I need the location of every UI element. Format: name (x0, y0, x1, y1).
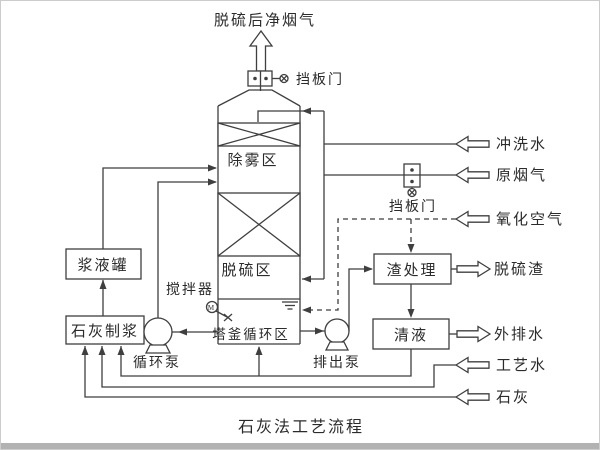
drain-out-arrow (456, 325, 492, 343)
pump-base (144, 344, 172, 354)
dashed-pipe (304, 218, 456, 311)
raw-gas-label: 原烟气 (496, 167, 547, 184)
pump-icon (324, 318, 350, 344)
slag-out-arrow (456, 260, 492, 278)
flush-water-arrow (454, 135, 490, 153)
motor-letter: M (208, 304, 216, 312)
drain-out-label: 外排水 (494, 326, 545, 343)
actuator-x (280, 75, 288, 82)
discharge-pump: 排出泵 (300, 265, 373, 371)
damper-dot (264, 76, 268, 81)
lime-prep: 石灰制浆 (65, 315, 145, 345)
arrowhead-into-top (302, 107, 311, 115)
recycle-line (117, 346, 412, 377)
damper-dot (410, 179, 414, 184)
top-damper: 挡板门 (247, 70, 344, 91)
lime-label: 石灰 (496, 389, 530, 406)
desulfurization-zone-label: 脱硫区 (221, 262, 272, 279)
slag-treatment-label: 渣处理 (386, 262, 437, 279)
agitator-label: 搅拌器 (166, 282, 214, 298)
slag-treatment-box (373, 253, 452, 285)
arrowhead-right (364, 265, 373, 273)
agitator-propeller (223, 313, 233, 322)
image-bottom-border (1, 443, 599, 449)
arrowhead-right (208, 164, 217, 172)
motor-icon (205, 300, 219, 314)
arrowhead-down (407, 309, 415, 318)
agitator: 搅拌器 M (166, 282, 233, 322)
pump-base (324, 341, 350, 351)
circulation-pump-label: 循环泵 (133, 355, 181, 371)
prep-to-tank-line (99, 279, 107, 316)
demister-zone-label: 除雾区 (227, 152, 278, 169)
lime-prep-label: 石灰制浆 (71, 322, 139, 340)
clean-gas-outlet: 脱硫后净烟气 (214, 12, 316, 72)
oxidation-air-label: 氧化空气 (496, 211, 564, 228)
arrowhead-up (255, 346, 263, 355)
arrowhead-left (302, 306, 311, 314)
slurry-tank: 浆液罐 (65, 248, 142, 280)
slurry-tank-label: 浆液罐 (77, 256, 128, 274)
slurry-spray-line-2 (157, 178, 217, 318)
actuator-x (408, 189, 416, 196)
damper-dot (410, 168, 414, 172)
inlet-damper-label: 挡板门 (389, 199, 437, 215)
arrowhead-left (302, 275, 311, 283)
process-water-line: 工艺水 (98, 346, 547, 388)
process-water-arrow (454, 356, 490, 374)
lime-line: 石灰 (81, 346, 530, 406)
tower-cone (217, 89, 301, 107)
arrowhead-left (178, 328, 187, 336)
demister-diagonal (217, 122, 301, 147)
pipe (120, 346, 412, 377)
diagram-title: 石灰法工艺流程 (238, 418, 364, 436)
arrowhead-right (315, 327, 324, 335)
pipe (101, 346, 456, 388)
pump-icon (143, 317, 173, 347)
pipe (84, 346, 456, 398)
arrowhead-up (81, 346, 89, 355)
raw-gas-arrow (454, 166, 490, 184)
pump-discharge-pipe (348, 268, 372, 331)
clean-gas-up-arrow (248, 29, 274, 72)
arrowhead-up (99, 279, 107, 289)
pipe (157, 181, 216, 318)
clean-gas-label: 脱硫后净烟气 (214, 12, 316, 29)
arrowhead-up (98, 346, 106, 355)
discharge-pump-label: 排出泵 (313, 355, 361, 371)
slurry-spray-line-1 (102, 164, 217, 249)
absorber-tower: 除雾区 脱硫区 塔釜循环区 (212, 89, 324, 345)
sump-zone-label: 塔釜循环区 (212, 327, 290, 342)
arrowhead-up (117, 346, 125, 355)
slurry-tank-box (65, 248, 142, 280)
flush-water-line: 冲洗水 (302, 111, 547, 283)
slag-out-label: 脱硫渣 (494, 261, 545, 278)
damper-dot (253, 76, 257, 81)
clear-liquid: 清液 外排水 (372, 318, 545, 350)
oxidation-air-line: 氧化空气 (302, 210, 564, 314)
pipe (102, 167, 216, 249)
lime-arrow (454, 388, 490, 406)
raw-gas-line: 原烟气 挡板门 (324, 163, 547, 215)
top-damper-label: 挡板门 (296, 72, 344, 88)
oxidation-air-arrow (454, 210, 490, 228)
process-water-label: 工艺水 (496, 357, 547, 374)
slag-treatment: 渣处理 脱硫渣 (373, 253, 545, 318)
wash-spray-pipe (257, 110, 324, 122)
arrowhead-right (208, 178, 217, 186)
clear-liquid-label: 清液 (394, 327, 428, 344)
lime-prep-box (65, 315, 145, 345)
arrowhead-down (407, 244, 415, 253)
circulation-pump: 循环泵 (133, 317, 218, 371)
flush-water-label: 冲洗水 (496, 136, 547, 153)
absorber-diagonal (217, 192, 301, 257)
